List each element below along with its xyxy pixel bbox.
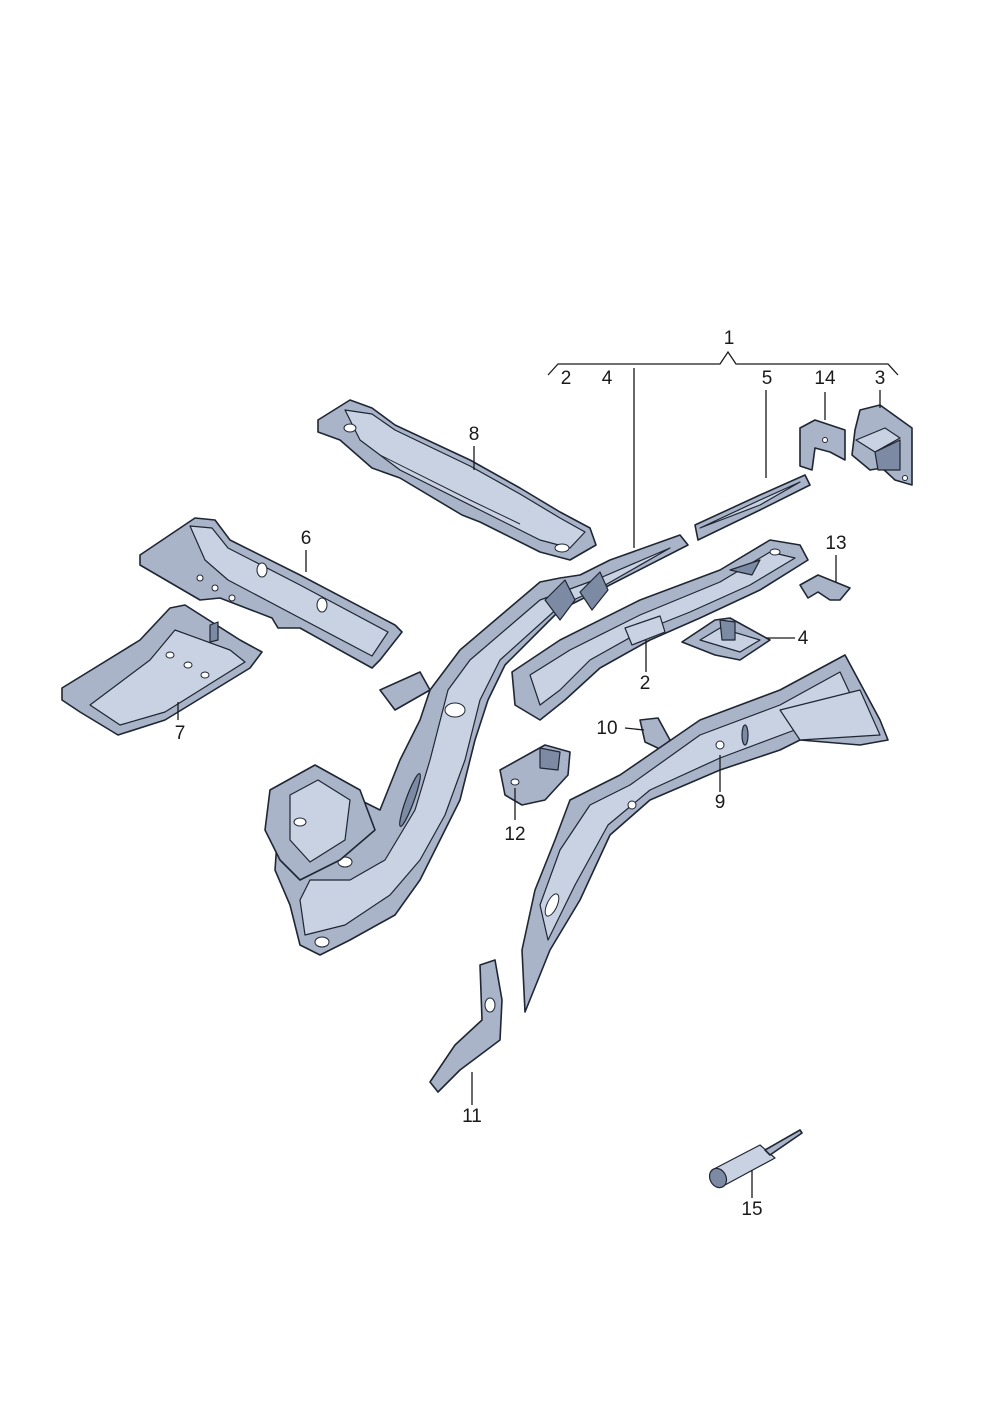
callout-11: 11 <box>462 1106 482 1127</box>
part-14-bracket[interactable] <box>799 419 846 471</box>
callout-9: 9 <box>715 792 726 813</box>
callout-5: 5 <box>762 368 773 389</box>
callout-12: 12 <box>504 824 525 845</box>
callout-6: 6 <box>301 528 312 549</box>
part-8-cross-member[interactable] <box>317 399 597 561</box>
callout-2-top: 2 <box>561 368 572 389</box>
callout-13: 13 <box>825 533 846 554</box>
part-13-clip[interactable] <box>799 574 851 601</box>
part-3-mounting-box[interactable] <box>851 404 913 486</box>
part-4-gusset[interactable] <box>681 617 771 661</box>
callout-1: 1 <box>724 328 735 349</box>
callout-7: 7 <box>175 723 186 744</box>
callout-10: 10 <box>596 718 617 739</box>
part-12-bracket[interactable] <box>499 744 571 806</box>
part-5-reinforcement-strip[interactable] <box>694 474 811 541</box>
part-15-cartridge[interactable] <box>706 1129 803 1191</box>
callout-4-top: 4 <box>602 368 613 389</box>
callout-4-bottom: 4 <box>798 628 809 649</box>
leader-lines <box>177 350 899 1198</box>
callout-8: 8 <box>469 424 480 445</box>
part-9-side-rail[interactable] <box>521 654 889 1013</box>
part-11-pillar-base[interactable] <box>429 959 503 1093</box>
part-7-floor-segment[interactable] <box>61 604 263 736</box>
callout-2-bottom: 2 <box>640 673 651 694</box>
part-6-floor-rail[interactable] <box>139 517 403 669</box>
callout-15: 15 <box>741 1199 762 1220</box>
part-2-sill-panel[interactable] <box>511 539 809 721</box>
callout-14: 14 <box>814 368 836 389</box>
callout-3: 3 <box>875 368 886 389</box>
main-longitudinal-member[interactable] <box>264 534 689 956</box>
